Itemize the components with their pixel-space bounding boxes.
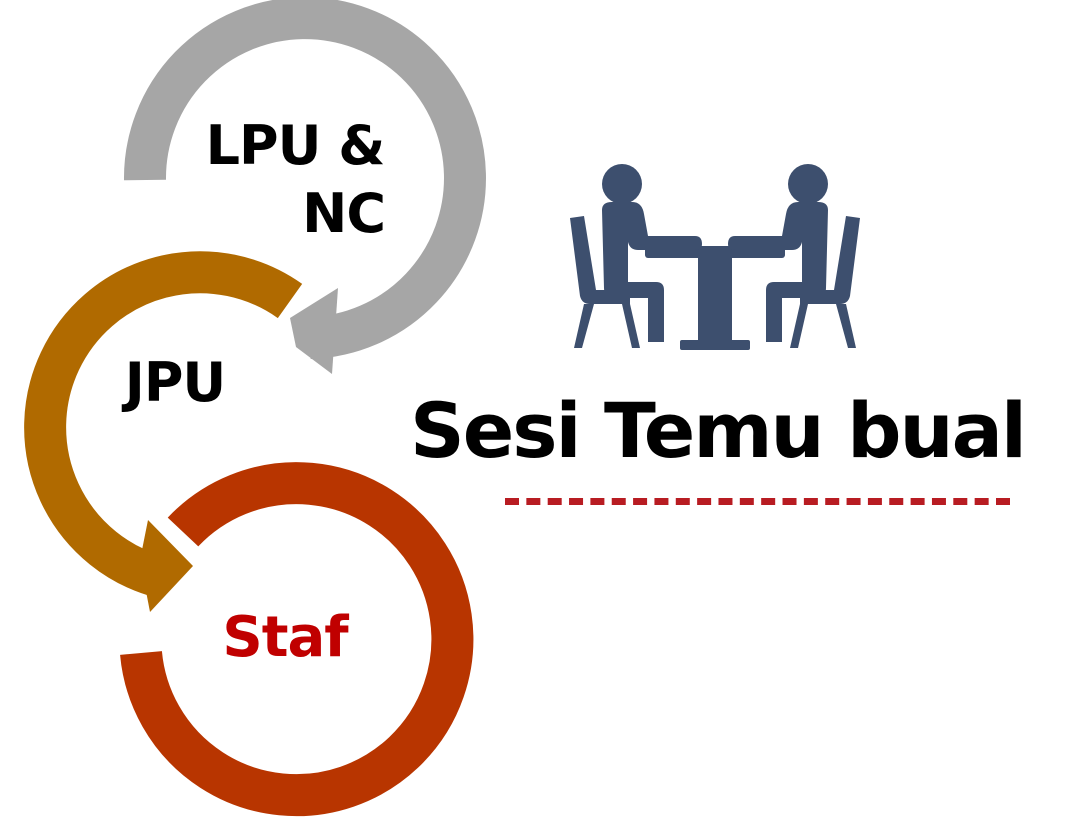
ring-jpu-arrow bbox=[24, 251, 303, 598]
ring-label-jpu: JPU bbox=[124, 351, 227, 414]
ring-label-lpu-line2: NC bbox=[302, 182, 386, 245]
ring-label-staf: Staf bbox=[222, 605, 348, 670]
meeting-table-icon bbox=[570, 164, 860, 350]
ring-lpu-arrow bbox=[123, 0, 486, 359]
page-title: Sesi Temu bual bbox=[410, 386, 1027, 475]
ring-jpu-arrowhead bbox=[140, 520, 193, 612]
title-divider bbox=[505, 498, 1010, 505]
ring-lpu-arrowhead bbox=[290, 288, 338, 374]
ring-label-lpu: LPU & NC bbox=[195, 112, 395, 248]
ring-staf-arrow bbox=[120, 462, 474, 817]
ring-label-lpu-line1: LPU & bbox=[205, 114, 386, 177]
